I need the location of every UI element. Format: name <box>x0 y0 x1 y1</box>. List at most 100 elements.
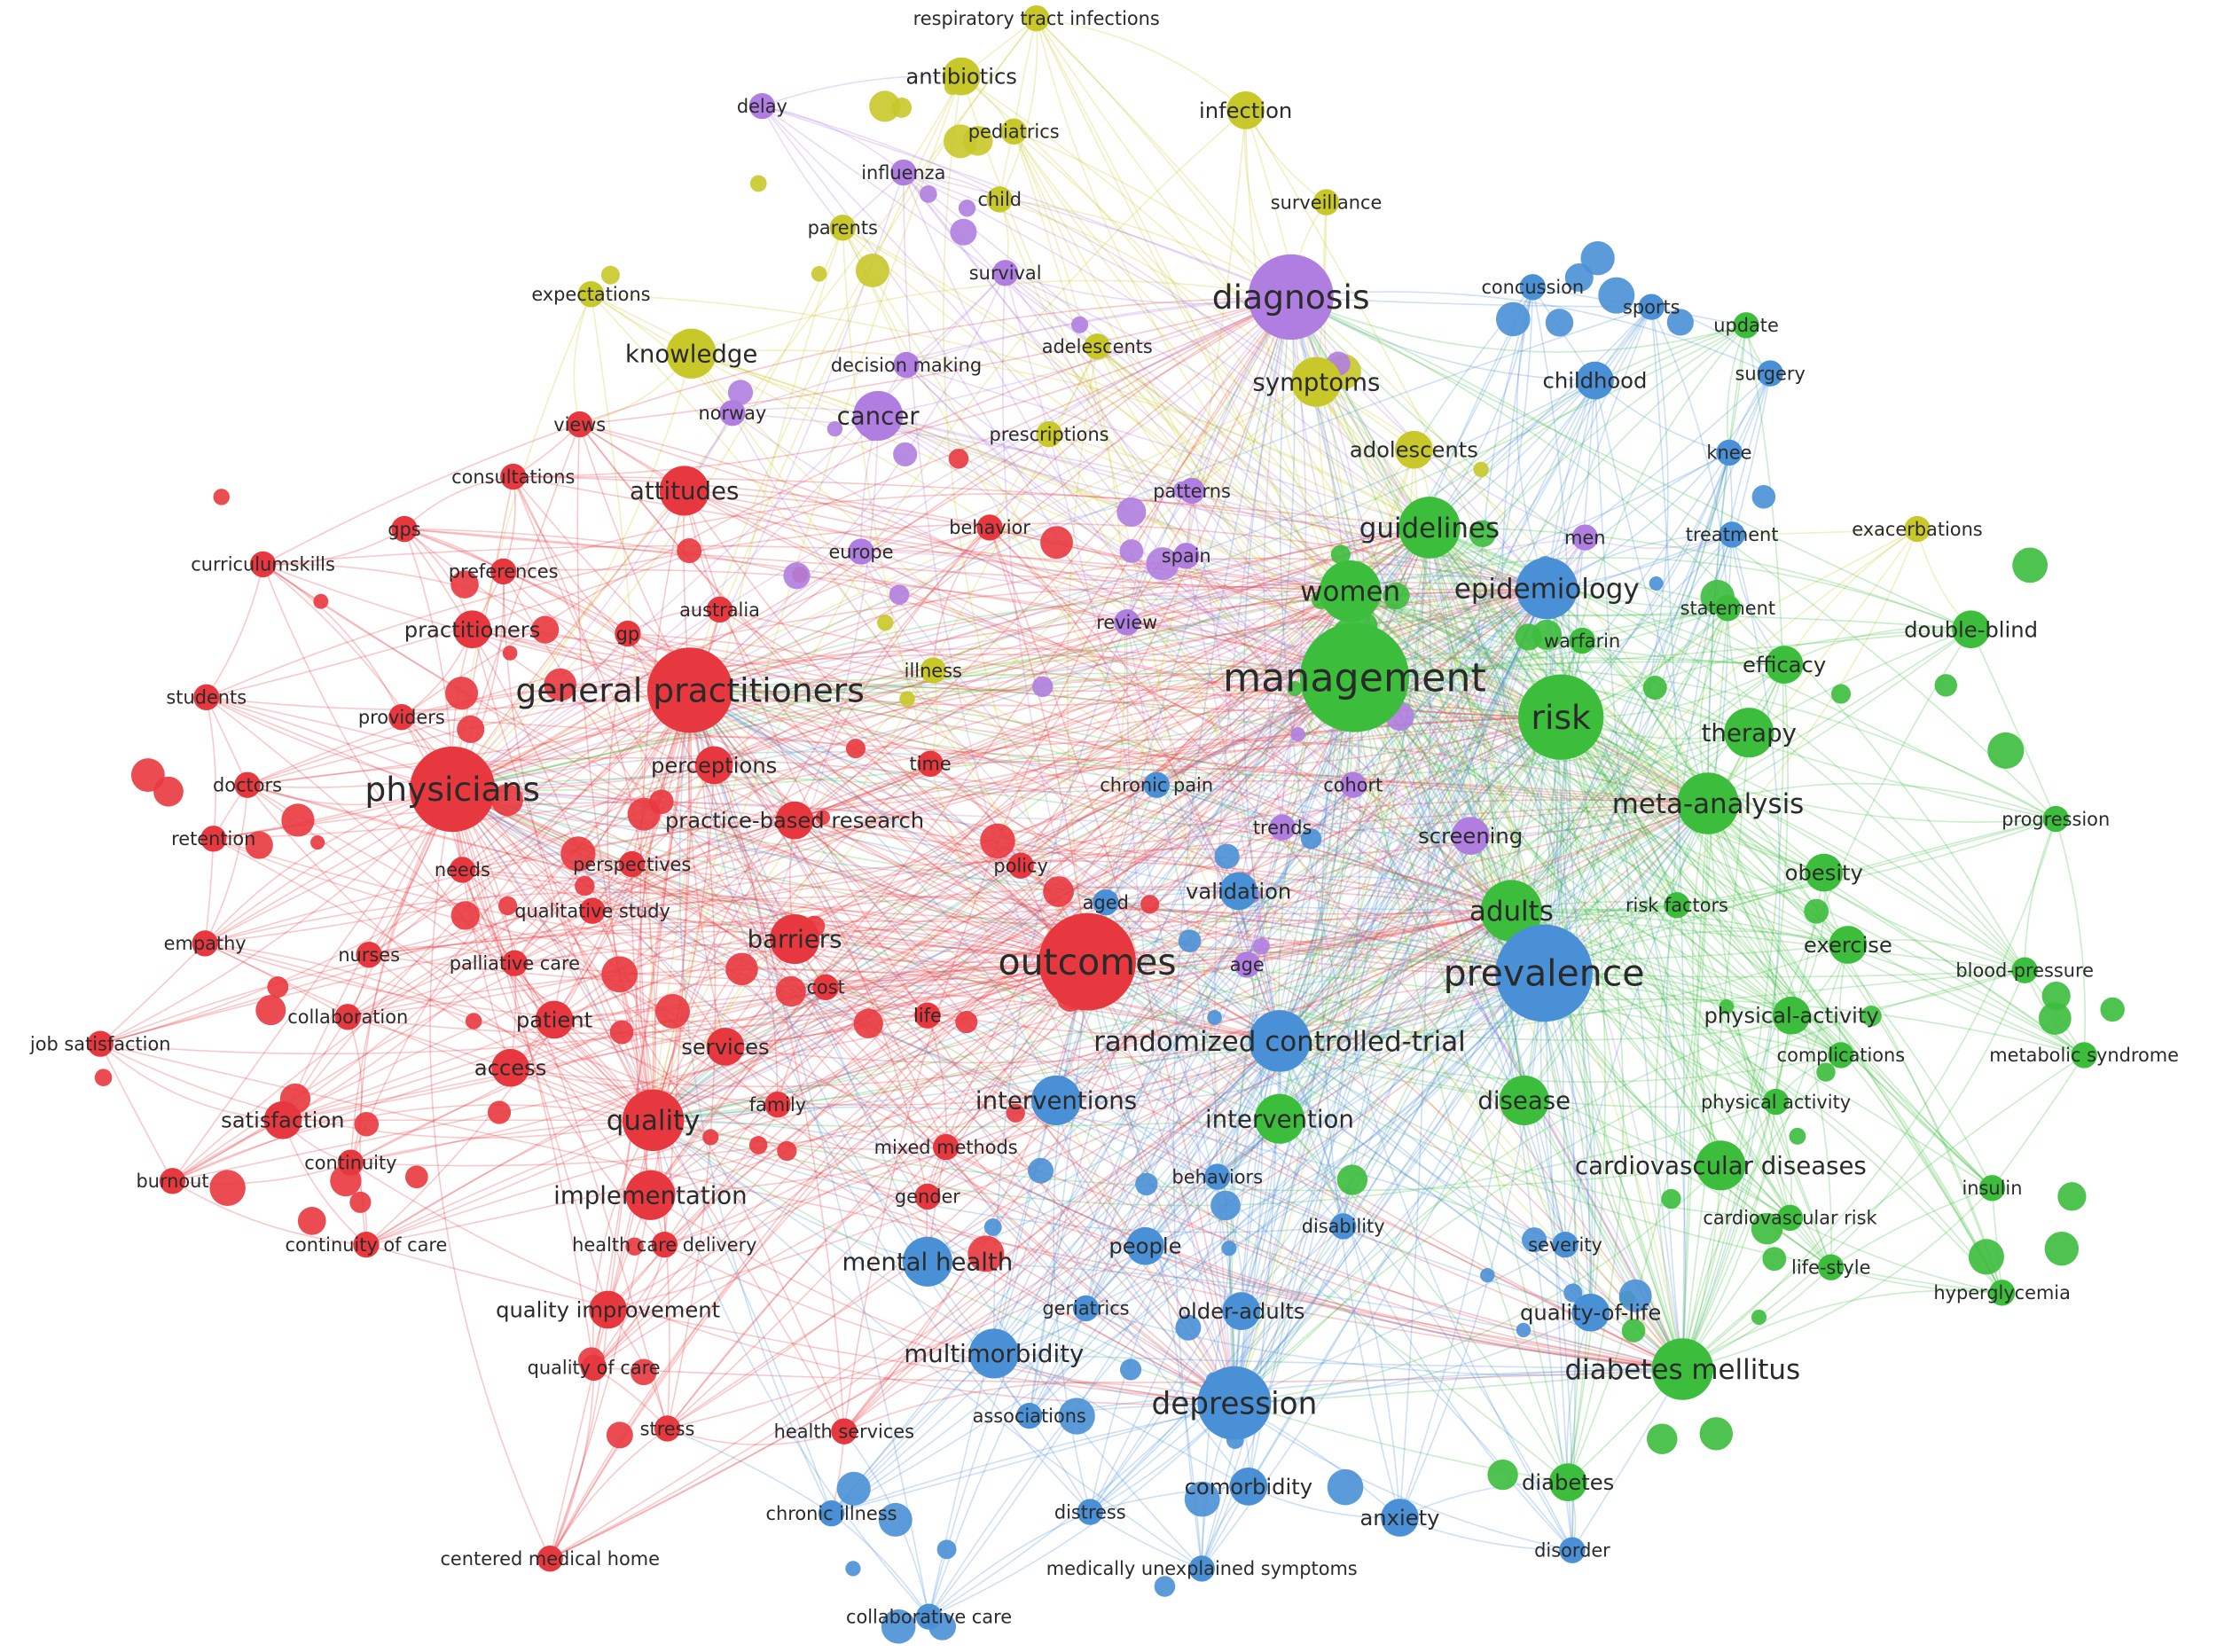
label-behavior[interactable]: behavior <box>949 517 1030 538</box>
node-review[interactable] <box>1114 609 1140 636</box>
label-expectations[interactable]: expectations <box>531 284 650 305</box>
label-associations[interactable]: associations <box>973 1405 1086 1427</box>
label-age[interactable]: age <box>1230 954 1265 975</box>
node-retention[interactable] <box>200 826 227 852</box>
node-physicians[interactable] <box>410 746 496 833</box>
label-patterns[interactable]: patterns <box>1153 481 1231 502</box>
node-influenza[interactable] <box>890 159 917 186</box>
label-policy[interactable]: policy <box>993 855 1047 876</box>
node-quality-of-care[interactable] <box>580 1354 607 1382</box>
node-palliative-care[interactable] <box>501 950 529 976</box>
node-respiratory-tract-infections[interactable] <box>1023 5 1050 32</box>
node-prevalence[interactable] <box>1495 924 1593 1022</box>
node-medically-unexplained-symptoms[interactable] <box>1188 1555 1215 1582</box>
label-quality-improvement[interactable]: quality improvement <box>496 1297 720 1322</box>
label-preferences[interactable]: preferences <box>449 561 559 583</box>
label-prescriptions[interactable]: prescriptions <box>990 424 1109 445</box>
node-continuity[interactable] <box>337 1149 364 1176</box>
label-adults[interactable]: adults <box>1469 896 1554 928</box>
label-diagnosis[interactable]: diagnosis <box>1212 278 1370 317</box>
node-physical-activity[interactable] <box>1762 1088 1790 1116</box>
node-curriculumskills[interactable] <box>249 551 277 578</box>
label-exacerbations[interactable]: exacerbations <box>1852 519 1982 540</box>
label-qualitative-study[interactable]: qualitative study <box>514 901 670 922</box>
label-job-satisfaction[interactable]: job satisfaction <box>29 1033 171 1054</box>
node-health-services[interactable] <box>831 1418 858 1445</box>
node-qualitative-study[interactable] <box>579 897 606 924</box>
node-double-blind[interactable] <box>1952 610 1990 649</box>
label-europe[interactable]: europe <box>828 541 893 562</box>
label-health-services[interactable]: health services <box>774 1421 914 1442</box>
node-concussion[interactable] <box>1519 274 1546 301</box>
node-norway[interactable] <box>719 400 746 427</box>
label-insulin[interactable]: insulin <box>1962 1178 2023 1199</box>
label-influenza[interactable]: influenza <box>861 162 945 184</box>
label-anxiety[interactable]: anxiety <box>1359 1506 1439 1531</box>
label-physical-activity[interactable]: physical activity <box>1701 1092 1851 1113</box>
node-health-care-delivery[interactable] <box>651 1231 678 1258</box>
node-spain[interactable] <box>1173 543 1200 569</box>
label-child[interactable]: child <box>977 189 1022 210</box>
label-physicians[interactable]: physicians <box>364 770 540 809</box>
node-blood-pressure[interactable] <box>2011 957 2038 983</box>
node-parents[interactable] <box>829 215 856 241</box>
label-access[interactable]: access <box>474 1056 547 1081</box>
node-diabetes-mellitus[interactable] <box>1651 1338 1714 1400</box>
label-cancer[interactable]: cancer <box>837 402 920 431</box>
node-screening[interactable] <box>1451 817 1490 856</box>
label-comorbidity[interactable]: comorbidity <box>1185 1475 1313 1499</box>
node-exacerbations[interactable] <box>1904 515 1931 543</box>
node-barriers[interactable] <box>769 914 820 965</box>
label-quality-of-life[interactable]: quality-of-life <box>1520 1301 1661 1326</box>
label-views[interactable]: views <box>553 414 606 435</box>
label-centered-medical-home[interactable]: centered medical home <box>440 1548 659 1570</box>
label-screening[interactable]: screening <box>1418 824 1523 849</box>
label-women[interactable]: women <box>1300 576 1400 608</box>
node-consultations[interactable] <box>500 463 527 490</box>
node-cancer[interactable] <box>853 390 904 442</box>
label-severity[interactable]: severity <box>1528 1234 1602 1256</box>
label-aged[interactable]: aged <box>1083 892 1129 913</box>
label-surveillance[interactable]: surveillance <box>1271 192 1383 213</box>
node-people[interactable] <box>1126 1226 1164 1265</box>
node-efficacy[interactable] <box>1765 646 1804 685</box>
label-intervention[interactable]: intervention <box>1205 1104 1354 1133</box>
node-policy[interactable] <box>1007 852 1034 879</box>
label-guidelines[interactable]: guidelines <box>1359 513 1500 544</box>
label-diabetes[interactable]: diabetes <box>1522 1470 1614 1495</box>
label-cardiovascular-risk[interactable]: cardiovascular risk <box>1703 1208 1877 1229</box>
label-collaborative-care[interactable]: collaborative care <box>846 1606 1012 1627</box>
label-geriatrics[interactable]: geriatrics <box>1042 1298 1129 1319</box>
node-age[interactable] <box>1234 951 1260 978</box>
node-providers[interactable] <box>388 704 415 731</box>
label-palliative-care[interactable]: palliative care <box>450 953 580 975</box>
label-knee[interactable]: knee <box>1706 442 1751 464</box>
node-progression[interactable] <box>2042 805 2069 833</box>
node-women[interactable] <box>1319 560 1382 622</box>
node-adelescents[interactable] <box>1084 333 1110 360</box>
node-patterns[interactable] <box>1179 477 1205 505</box>
node-time[interactable] <box>917 750 944 777</box>
label-interventions[interactable]: interventions <box>975 1086 1137 1116</box>
label-metabolic-syndrome[interactable]: metabolic syndrome <box>1989 1045 2179 1066</box>
node-exercise[interactable] <box>1829 926 1868 964</box>
node-complications[interactable] <box>1828 1042 1854 1069</box>
node-statement[interactable] <box>1714 595 1742 622</box>
node-continuity-of-care[interactable] <box>353 1231 380 1258</box>
node-quality-of-life[interactable] <box>1571 1293 1610 1332</box>
node-behavior[interactable] <box>976 514 1003 541</box>
node-mixed-methods[interactable] <box>932 1133 960 1161</box>
node-quality-improvement[interactable] <box>589 1290 627 1329</box>
label-epidemiology[interactable]: epidemiology <box>1454 573 1640 605</box>
label-outcomes[interactable]: outcomes <box>999 941 1177 983</box>
node-associations[interactable] <box>1016 1402 1043 1429</box>
label-complications[interactable]: complications <box>1777 1045 1906 1066</box>
label-behaviors[interactable]: behaviors <box>1172 1166 1263 1187</box>
label-distress[interactable]: distress <box>1054 1501 1126 1523</box>
label-doctors[interactable]: doctors <box>213 775 282 796</box>
node-life-style[interactable] <box>1818 1254 1845 1280</box>
node-empathy[interactable] <box>192 930 218 957</box>
label-disorder[interactable]: disorder <box>1534 1539 1610 1561</box>
node-management[interactable] <box>1299 622 1409 732</box>
label-spain[interactable]: spain <box>1162 545 1211 567</box>
